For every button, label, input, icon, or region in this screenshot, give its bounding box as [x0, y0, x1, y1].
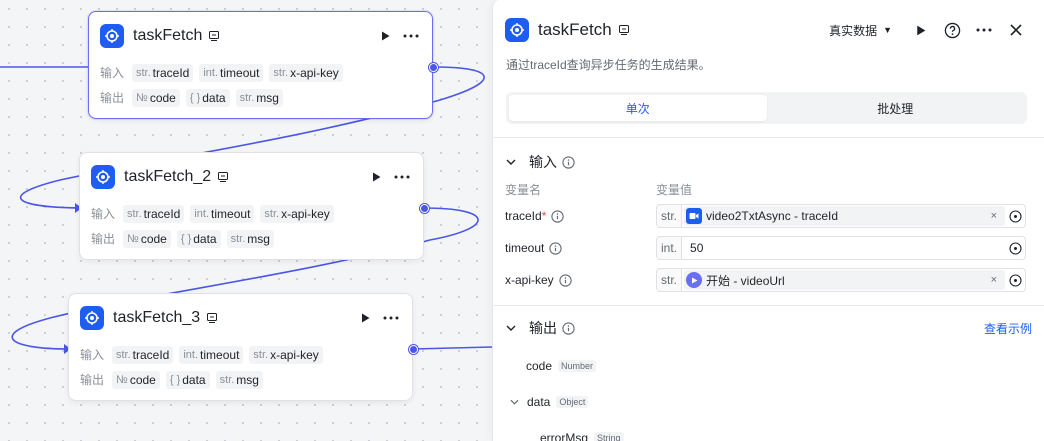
node-title: taskFetch_2 [124, 168, 212, 185]
variable-reference-chip[interactable]: 开始 - videoUrl × [684, 270, 1005, 290]
plugin-logo-icon [91, 165, 115, 189]
data-mode-select[interactable]: 真实数据▼ [829, 23, 892, 38]
run-button[interactable] [906, 16, 934, 44]
output-tag: { }data [176, 229, 221, 248]
output-port[interactable] [420, 204, 429, 213]
input-tag: str.x-api-key [269, 63, 343, 82]
node-inputs: 输入 str.traceId int.timeout str.x-api-key [89, 60, 432, 85]
plugin-logo-icon [505, 18, 529, 42]
traceid-value-field[interactable]: str. video2TxtAsync - traceId × [656, 204, 1026, 228]
more-icon[interactable] [400, 25, 422, 47]
output-section-header[interactable]: 输出 查看示例 [493, 312, 1044, 344]
run-button[interactable] [365, 166, 387, 188]
tab-batch[interactable]: 批处理 [877, 101, 914, 116]
info-icon[interactable] [562, 321, 575, 335]
workflow-canvas[interactable]: taskFetch 输入 str.traceId int.timeout str… [0, 0, 492, 441]
start-icon [686, 272, 703, 288]
plugin-logo-icon [100, 24, 124, 48]
run-button[interactable] [374, 25, 396, 47]
plugin-logo-icon [80, 306, 104, 330]
output-field-errormsg: errorMsg String [493, 420, 1044, 441]
run-button[interactable] [354, 307, 376, 329]
variable-select-icon[interactable] [1005, 273, 1025, 287]
node-taskfetch-2[interactable]: taskFetch_2 输入 str.traceId int.timeout s… [79, 152, 424, 260]
node-title: taskFetch_3 [113, 309, 201, 326]
info-icon[interactable] [562, 155, 575, 169]
batch-icon [217, 171, 229, 183]
node-taskfetch[interactable]: taskFetch 输入 str.traceId int.timeout str… [88, 11, 433, 119]
node-inputs: 输入 str.traceId int.timeout str.x-api-key [69, 342, 412, 367]
timeout-value-field[interactable]: int. 50 [656, 236, 1026, 260]
type-badge: Number [558, 360, 597, 372]
output-port[interactable] [409, 345, 418, 354]
run-mode-tabs: 单次 批处理 [506, 92, 1027, 124]
type-badge: String [594, 432, 624, 441]
node-detail-panel: taskFetch 真实数据▼ 通过traceId查询异步任务的生成结果。 单次… [492, 0, 1044, 441]
x-api-key-value-field[interactable]: str. 开始 - videoUrl × [656, 268, 1026, 292]
caret-down-icon: ▼ [883, 25, 892, 35]
video-icon [686, 208, 703, 224]
param-row-x-api-key: x-api-key str. 开始 - videoUrl × [493, 264, 1044, 296]
divider [493, 305, 1044, 306]
section-title: 输入 [529, 154, 557, 170]
input-tag: str.traceId [112, 345, 174, 364]
chevron-down-icon[interactable] [505, 156, 517, 168]
info-icon[interactable] [549, 241, 563, 255]
batch-icon [206, 312, 218, 324]
output-tag: { }data [185, 88, 230, 107]
info-icon[interactable] [559, 273, 572, 287]
param-row-traceid: traceId* str. video2TxtAsync - traceId × [493, 200, 1044, 232]
tab-single[interactable]: 单次 [509, 95, 767, 121]
divider [493, 137, 1044, 138]
section-title: 输出 [529, 320, 557, 336]
output-tag: str.msg [215, 370, 263, 389]
type-badge: Object [556, 396, 589, 408]
panel-title: taskFetch [538, 20, 612, 39]
chevron-down-icon[interactable] [510, 399, 520, 405]
info-icon[interactable] [551, 209, 565, 223]
view-example-link[interactable]: 查看示例 [983, 321, 1032, 336]
more-icon[interactable] [391, 166, 413, 188]
variable-reference-chip[interactable]: video2TxtAsync - traceId × [684, 206, 1005, 226]
input-tag: int.timeout [179, 345, 244, 364]
help-icon[interactable] [938, 16, 966, 44]
clear-icon[interactable]: × [990, 210, 997, 222]
input-tag: str.traceId [132, 63, 194, 82]
input-tag: int.timeout [199, 63, 264, 82]
output-port[interactable] [429, 63, 438, 72]
input-tag: int.timeout [190, 204, 255, 223]
output-field-code: code Number [493, 348, 1044, 384]
more-icon[interactable] [970, 16, 998, 44]
input-section-header[interactable]: 输入 [493, 146, 1044, 178]
variable-select-icon[interactable] [1005, 209, 1025, 223]
output-tag: { }data [165, 370, 210, 389]
input-tag: str.traceId [123, 204, 185, 223]
clear-icon[interactable]: × [990, 274, 997, 286]
close-icon[interactable] [1002, 16, 1030, 44]
batch-icon [208, 30, 220, 42]
param-row-timeout: timeout int. 50 [493, 232, 1044, 264]
timeout-input[interactable]: 50 [690, 241, 704, 255]
node-taskfetch-3[interactable]: taskFetch_3 输入 str.traceId int.timeout s… [68, 293, 413, 401]
output-field-data: data Object [493, 384, 1044, 420]
node-title: taskFetch [133, 27, 203, 44]
more-icon[interactable] [380, 307, 402, 329]
edge-3-out [412, 346, 492, 350]
panel-description: 通过traceId查询异步任务的生成结果。 [506, 58, 711, 72]
input-tag: str.x-api-key [249, 345, 323, 364]
variable-select-icon[interactable] [1005, 241, 1025, 255]
param-column-headers: 变量名 变量值 [505, 182, 693, 197]
node-inputs: 输入 str.traceId int.timeout str.x-api-key [80, 201, 423, 226]
input-tag: str.x-api-key [260, 204, 334, 223]
output-tag: str.msg [226, 229, 274, 248]
batch-icon [618, 24, 630, 36]
chevron-down-icon[interactable] [505, 322, 517, 334]
output-tag: str.msg [235, 88, 283, 107]
